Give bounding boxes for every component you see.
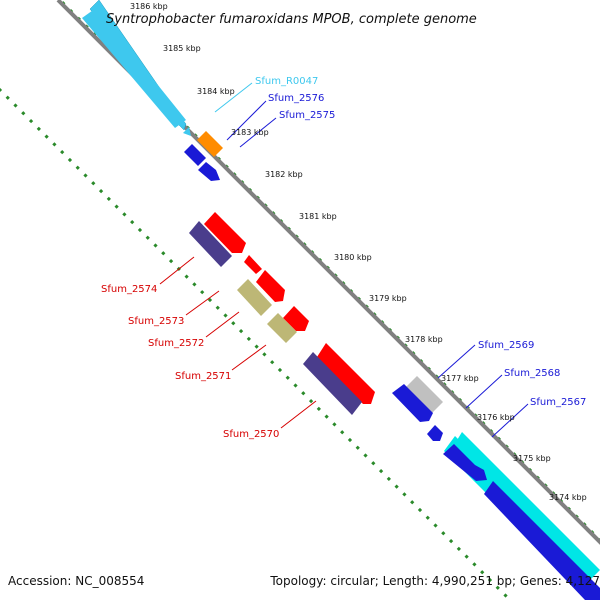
connector-sfum-2571 (231, 344, 267, 371)
scale-label-3176: 3176 kbp (477, 413, 515, 422)
gene-sfum-2576[interactable] (184, 144, 206, 166)
connector-sfum-2574 (159, 256, 195, 285)
scale-label-3182: 3182 kbp (265, 170, 303, 179)
gene-slate-1[interactable] (189, 221, 232, 267)
connector-sfum-2575 (239, 117, 277, 148)
scale-label-3181: 3181 kbp (299, 212, 337, 221)
gene-label-sfum-2567[interactable]: Sfum_2567 (530, 397, 586, 408)
gene-gray[interactable] (405, 376, 443, 414)
gene-sfum-2569[interactable] (392, 384, 433, 422)
gene-label-sfum-2571[interactable]: Sfum_2571 (175, 371, 231, 382)
connector-sfum-2567 (491, 403, 529, 438)
gene-label-sfum-2574[interactable]: Sfum_2574 (101, 284, 157, 295)
gene-label-sfum-2572[interactable]: Sfum_2572 (148, 338, 204, 349)
gene-label-sfum-2575[interactable]: Sfum_2575 (279, 110, 335, 121)
connector-sfum-2569 (437, 344, 476, 379)
gene-orange[interactable] (197, 131, 223, 157)
scale-label-3177: 3177 kbp (441, 374, 479, 383)
scale-label-3180: 3180 kbp (334, 253, 372, 262)
gene-label-sfum-r0047[interactable]: Sfum_R0047 (255, 76, 318, 87)
gene-label-sfum-2569[interactable]: Sfum_2569 (478, 340, 534, 351)
gene-sfum-2575[interactable] (198, 162, 220, 181)
connector-sfum-2572 (205, 311, 240, 338)
scale-label-3184: 3184 kbp (197, 87, 235, 96)
connector-sfum-r0047 (214, 82, 253, 113)
connector-sfum-2570 (280, 400, 317, 429)
gene-sfum-2568[interactable] (427, 425, 443, 441)
gene-label-sfum-2570[interactable]: Sfum_2570 (223, 429, 279, 440)
genome-title: Syntrophobacter fumaroxidans MPOB, compl… (106, 12, 477, 27)
scale-label-3183: 3183 kbp (231, 128, 269, 137)
scale-label-3174: 3174 kbp (549, 493, 587, 502)
connector-sfum-2573 (185, 290, 220, 316)
gene-red-3[interactable] (256, 270, 285, 302)
gene-red-2[interactable] (244, 255, 262, 274)
genome-summary-text: Topology: circular; Length: 4,990,251 bp… (270, 574, 600, 588)
gene-label-sfum-2568[interactable]: Sfum_2568 (504, 368, 560, 379)
connector-sfum-2576 (226, 100, 267, 141)
gene-label-sfum-2573[interactable]: Sfum_2573 (128, 316, 184, 327)
scale-label-3178: 3178 kbp (405, 335, 443, 344)
gene-blue-long-2[interactable] (484, 481, 600, 600)
scale-label-3186: 3186 kbp (130, 2, 168, 11)
gene-red-4[interactable] (283, 306, 309, 331)
gene-red-5[interactable] (317, 343, 375, 404)
accession-text: Accession: NC_008554 (8, 574, 145, 588)
scale-label-3185: 3185 kbp (163, 44, 201, 53)
connector-sfum-2568 (465, 374, 503, 409)
gene-olive-2[interactable] (267, 313, 297, 343)
gene-slate-2[interactable] (303, 352, 362, 415)
scale-label-3179: 3179 kbp (369, 294, 407, 303)
gene-sfum-r0047-arrowhead[interactable] (183, 127, 191, 136)
gene-blue-long[interactable] (443, 444, 487, 481)
gene-label-sfum-2576[interactable]: Sfum_2576 (268, 93, 324, 104)
scale-label-3175: 3175 kbp (513, 454, 551, 463)
gene-olive-1[interactable] (237, 279, 272, 316)
gene-red-1[interactable] (204, 212, 246, 253)
gene-sfum-r0047-body[interactable] (82, 8, 186, 128)
